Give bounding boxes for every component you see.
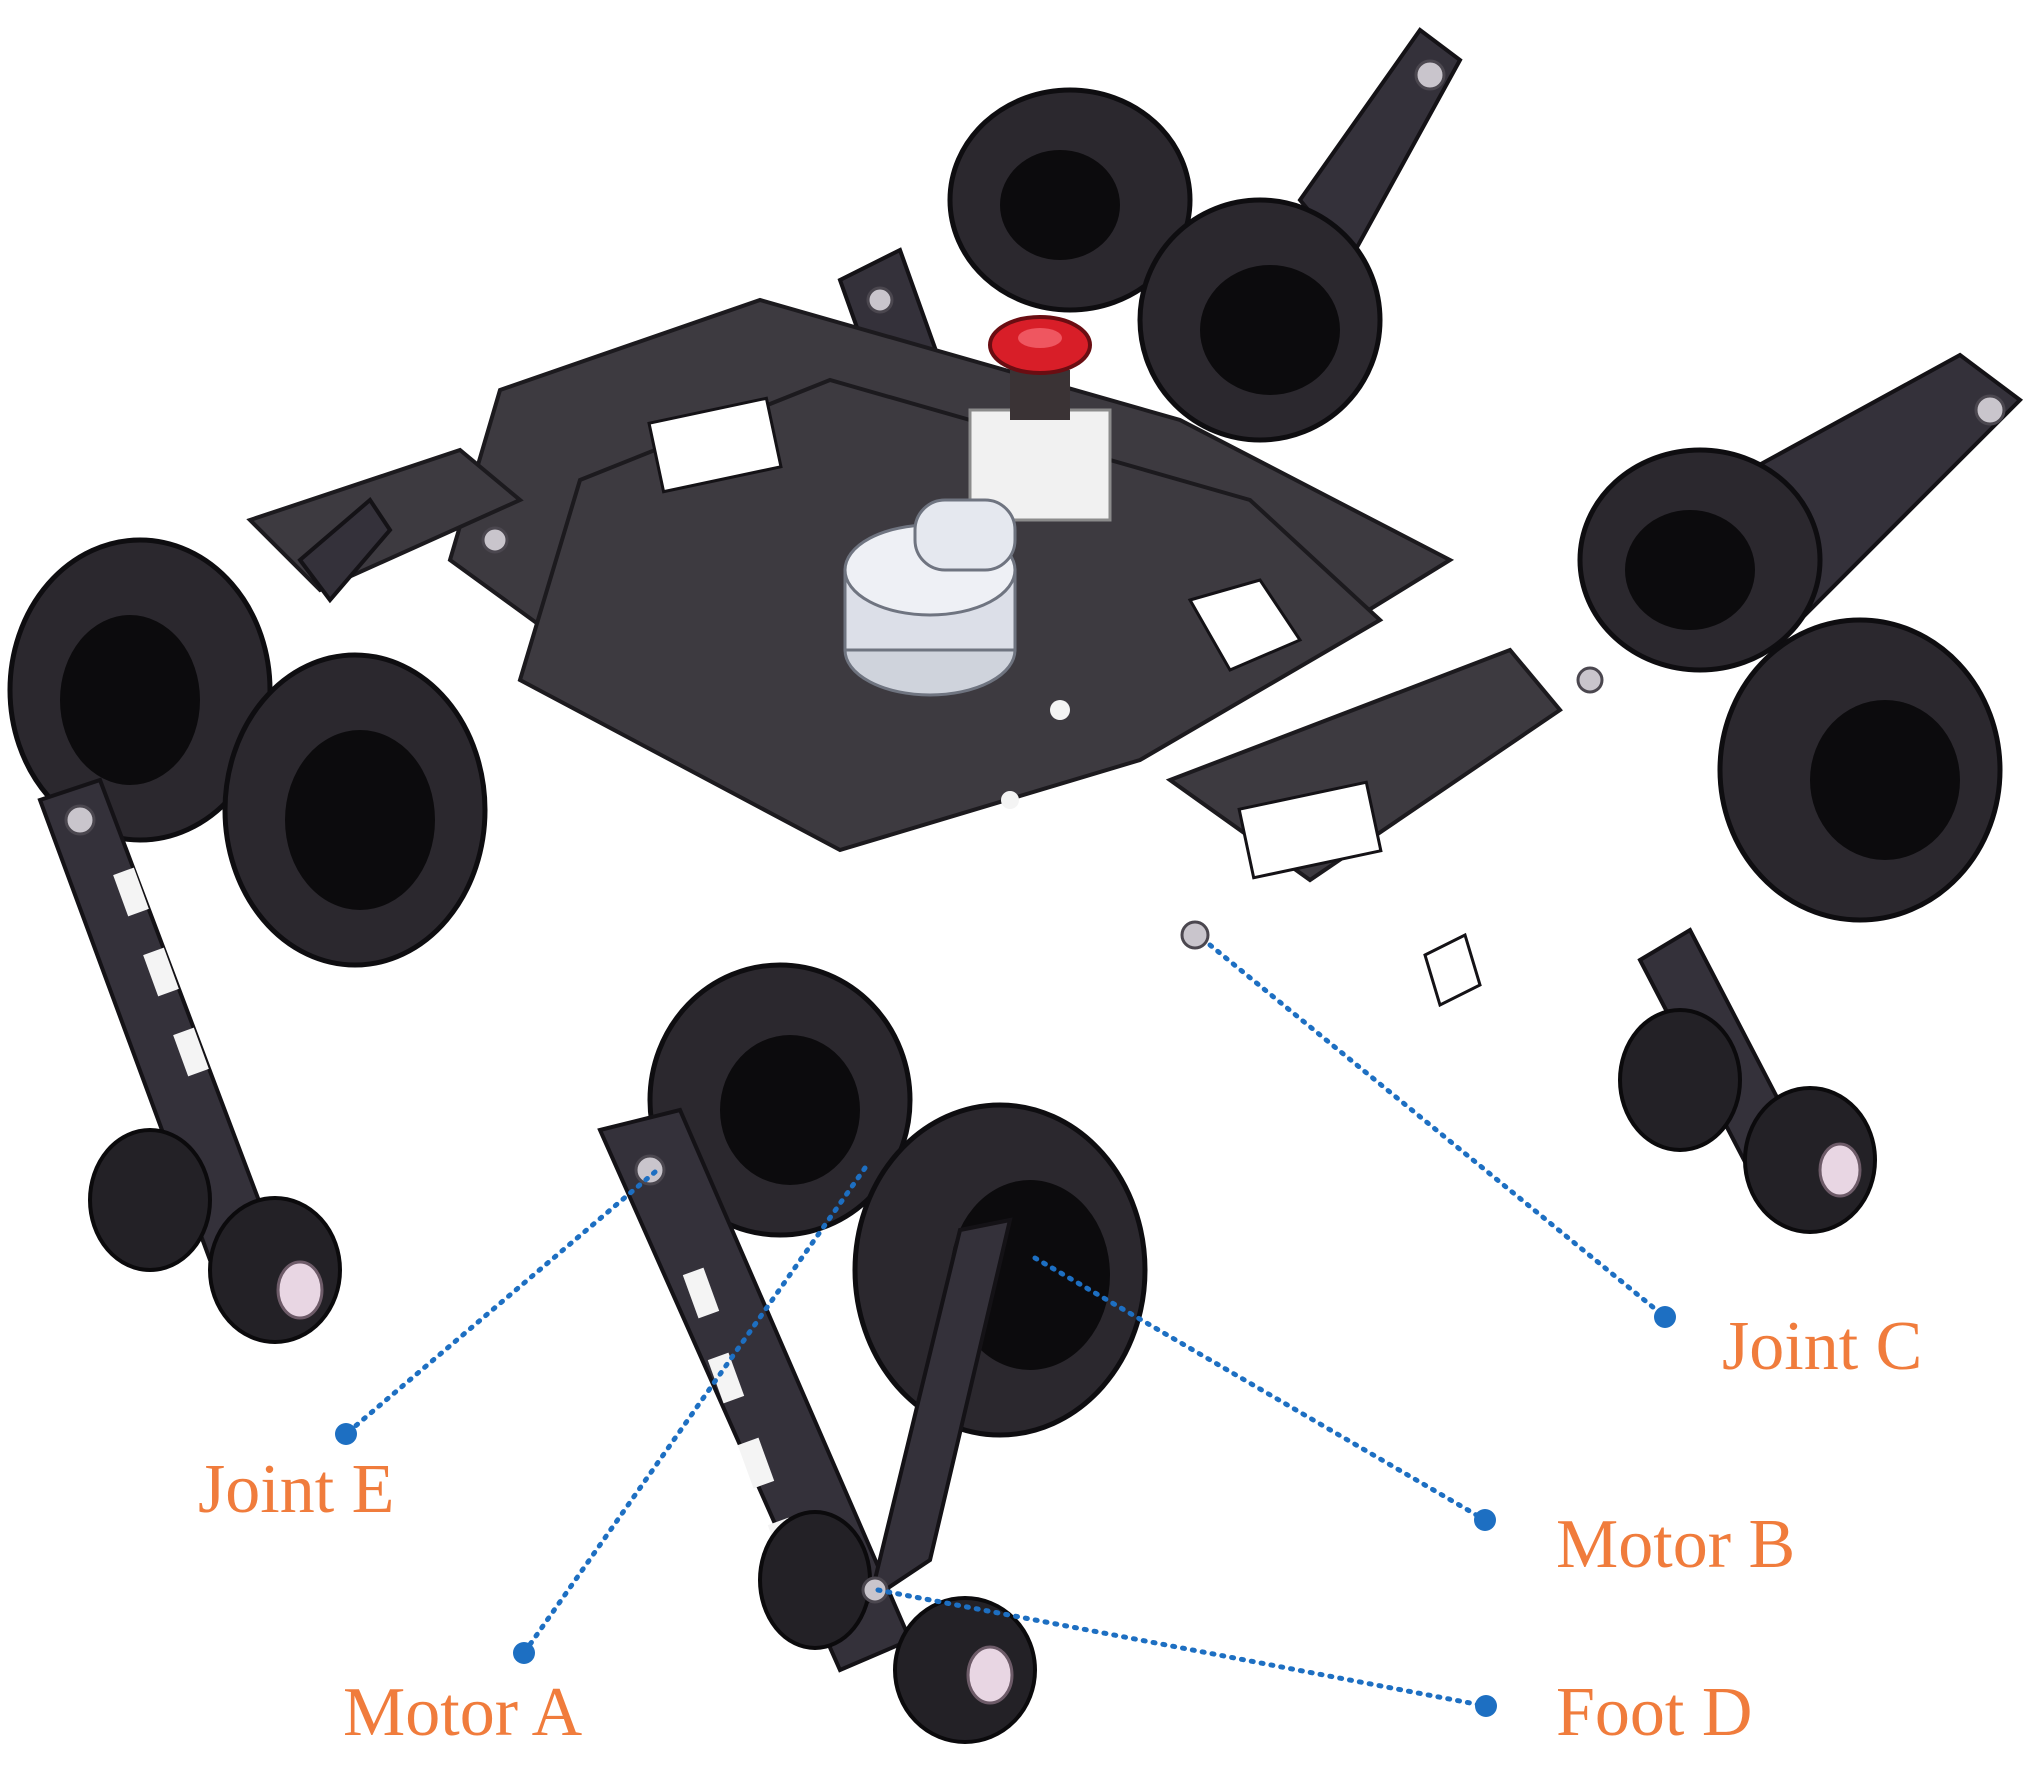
rear-left-leg — [7, 497, 509, 1344]
front-right-leg — [1576, 352, 2024, 1234]
leader-line-motor-b — [1032, 1255, 1488, 1523]
leader-line-motor-a — [521, 1165, 868, 1656]
leader-dot-motor-b — [1474, 1509, 1496, 1531]
leader-line-joint-e — [343, 1169, 658, 1437]
leader-line-joint-c — [1207, 942, 1668, 1320]
label-joint-c: Joint C — [1722, 1308, 1923, 1385]
leader-dot-motor-a — [513, 1642, 535, 1664]
rear-right-leg — [837, 27, 1463, 443]
leader-dot-joint-e — [335, 1423, 357, 1445]
front-left-leg — [597, 920, 1210, 1744]
leader-dot-foot-d — [1475, 1695, 1497, 1717]
label-motor-a: Motor A — [343, 1674, 583, 1751]
leader-lines — [335, 942, 1676, 1717]
rear-right-motor-outer — [947, 87, 1193, 313]
emergency-stop-button-icon — [968, 315, 1112, 522]
label-joint-e: Joint E — [198, 1451, 395, 1528]
lidar-sensor-icon — [843, 498, 1017, 697]
leader-line-foot-d — [875, 1587, 1489, 1709]
rear-right-motor-inner — [1137, 197, 1383, 443]
label-foot-d: Foot D — [1556, 1674, 1753, 1751]
label-motor-b: Motor B — [1556, 1506, 1796, 1583]
leader-dot-joint-c — [1654, 1306, 1676, 1328]
